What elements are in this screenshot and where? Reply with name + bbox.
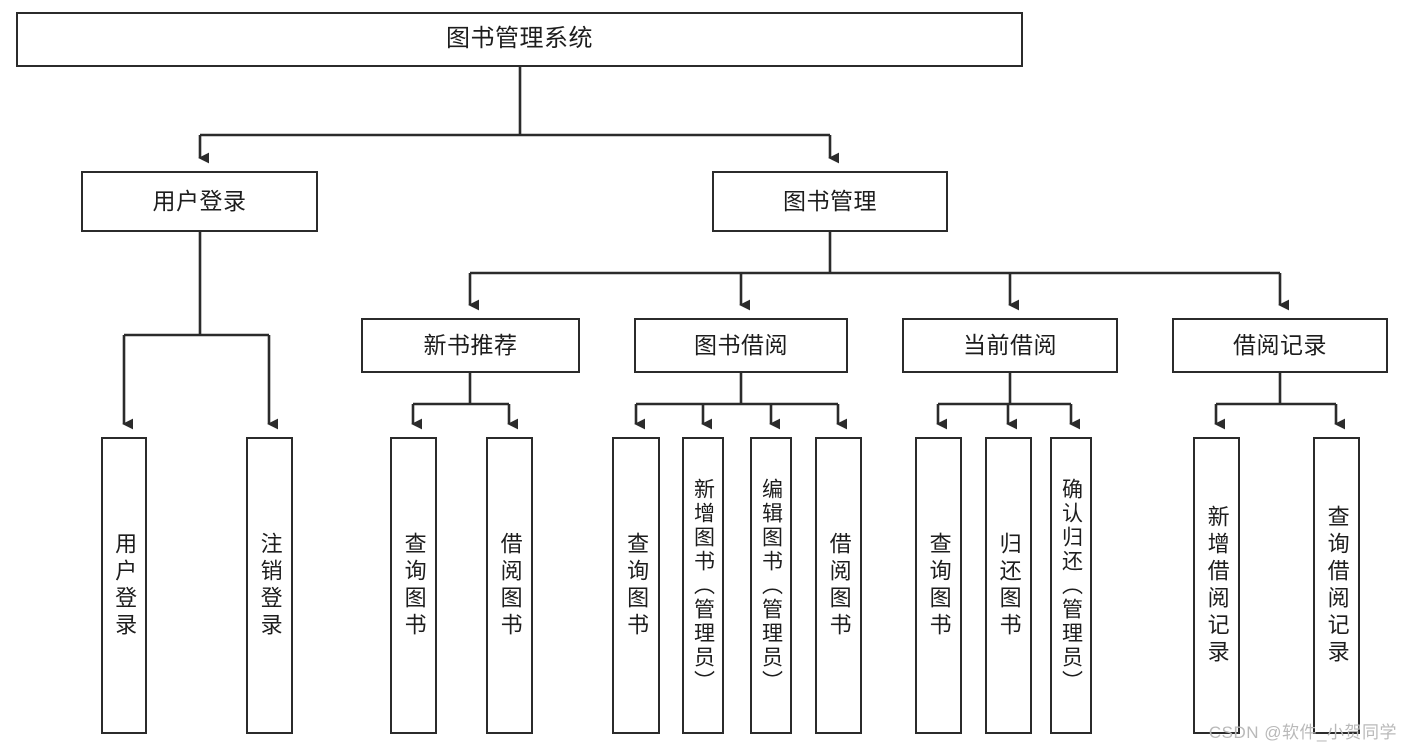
leaf-query-book-borrow[interactable]: 查询图书 <box>612 437 660 734</box>
leaf-borrow-book-recommend[interactable]: 借阅图书 <box>486 437 533 734</box>
node-new-book-recommend[interactable]: 新书推荐 <box>361 318 580 373</box>
leaf-edit-book[interactable]: 编辑图书（管理员） <box>750 437 792 734</box>
node-book-manage[interactable]: 图书管理 <box>712 171 948 232</box>
leaf-label: 借阅图书 <box>497 531 523 640</box>
leaf-label: 归还图书 <box>996 531 1022 640</box>
leaf-label: 借阅图书 <box>826 531 852 640</box>
leaf-label: 查询图书 <box>926 531 952 640</box>
node-borrow-record[interactable]: 借阅记录 <box>1172 318 1388 373</box>
leaf-query-record[interactable]: 查询借阅记录 <box>1313 437 1360 734</box>
node-user-login[interactable]: 用户登录 <box>81 171 318 232</box>
leaf-label: 用户登录 <box>112 531 138 640</box>
leaf-label: 注销登录 <box>257 531 283 640</box>
node-current-borrow[interactable]: 当前借阅 <box>902 318 1118 373</box>
leaf-label: 查询图书 <box>401 531 427 640</box>
leaf-return-book[interactable]: 归还图书 <box>985 437 1032 734</box>
leaf-label: 新增图书（管理员） <box>691 477 715 694</box>
leaf-add-record[interactable]: 新增借阅记录 <box>1193 437 1240 734</box>
leaf-borrow-book[interactable]: 借阅图书 <box>815 437 862 734</box>
leaf-add-book[interactable]: 新增图书（管理员） <box>682 437 724 734</box>
leaf-user-logout[interactable]: 注销登录 <box>246 437 293 734</box>
leaf-query-book-current[interactable]: 查询图书 <box>915 437 962 734</box>
leaf-label: 编辑图书（管理员） <box>759 477 783 694</box>
node-root[interactable]: 图书管理系统 <box>16 12 1023 67</box>
leaf-label: 新增借阅记录 <box>1204 504 1230 667</box>
leaf-user-login[interactable]: 用户登录 <box>101 437 147 734</box>
leaf-label: 确认归还（管理员） <box>1059 477 1083 694</box>
csdn-watermark: CSDN @软件_小贺同学 <box>1208 723 1397 742</box>
leaf-query-book-recommend[interactable]: 查询图书 <box>390 437 437 734</box>
leaf-confirm-return[interactable]: 确认归还（管理员） <box>1050 437 1092 734</box>
node-book-borrow[interactable]: 图书借阅 <box>634 318 848 373</box>
leaf-label: 查询图书 <box>624 531 650 640</box>
leaf-label: 查询借阅记录 <box>1324 504 1350 667</box>
